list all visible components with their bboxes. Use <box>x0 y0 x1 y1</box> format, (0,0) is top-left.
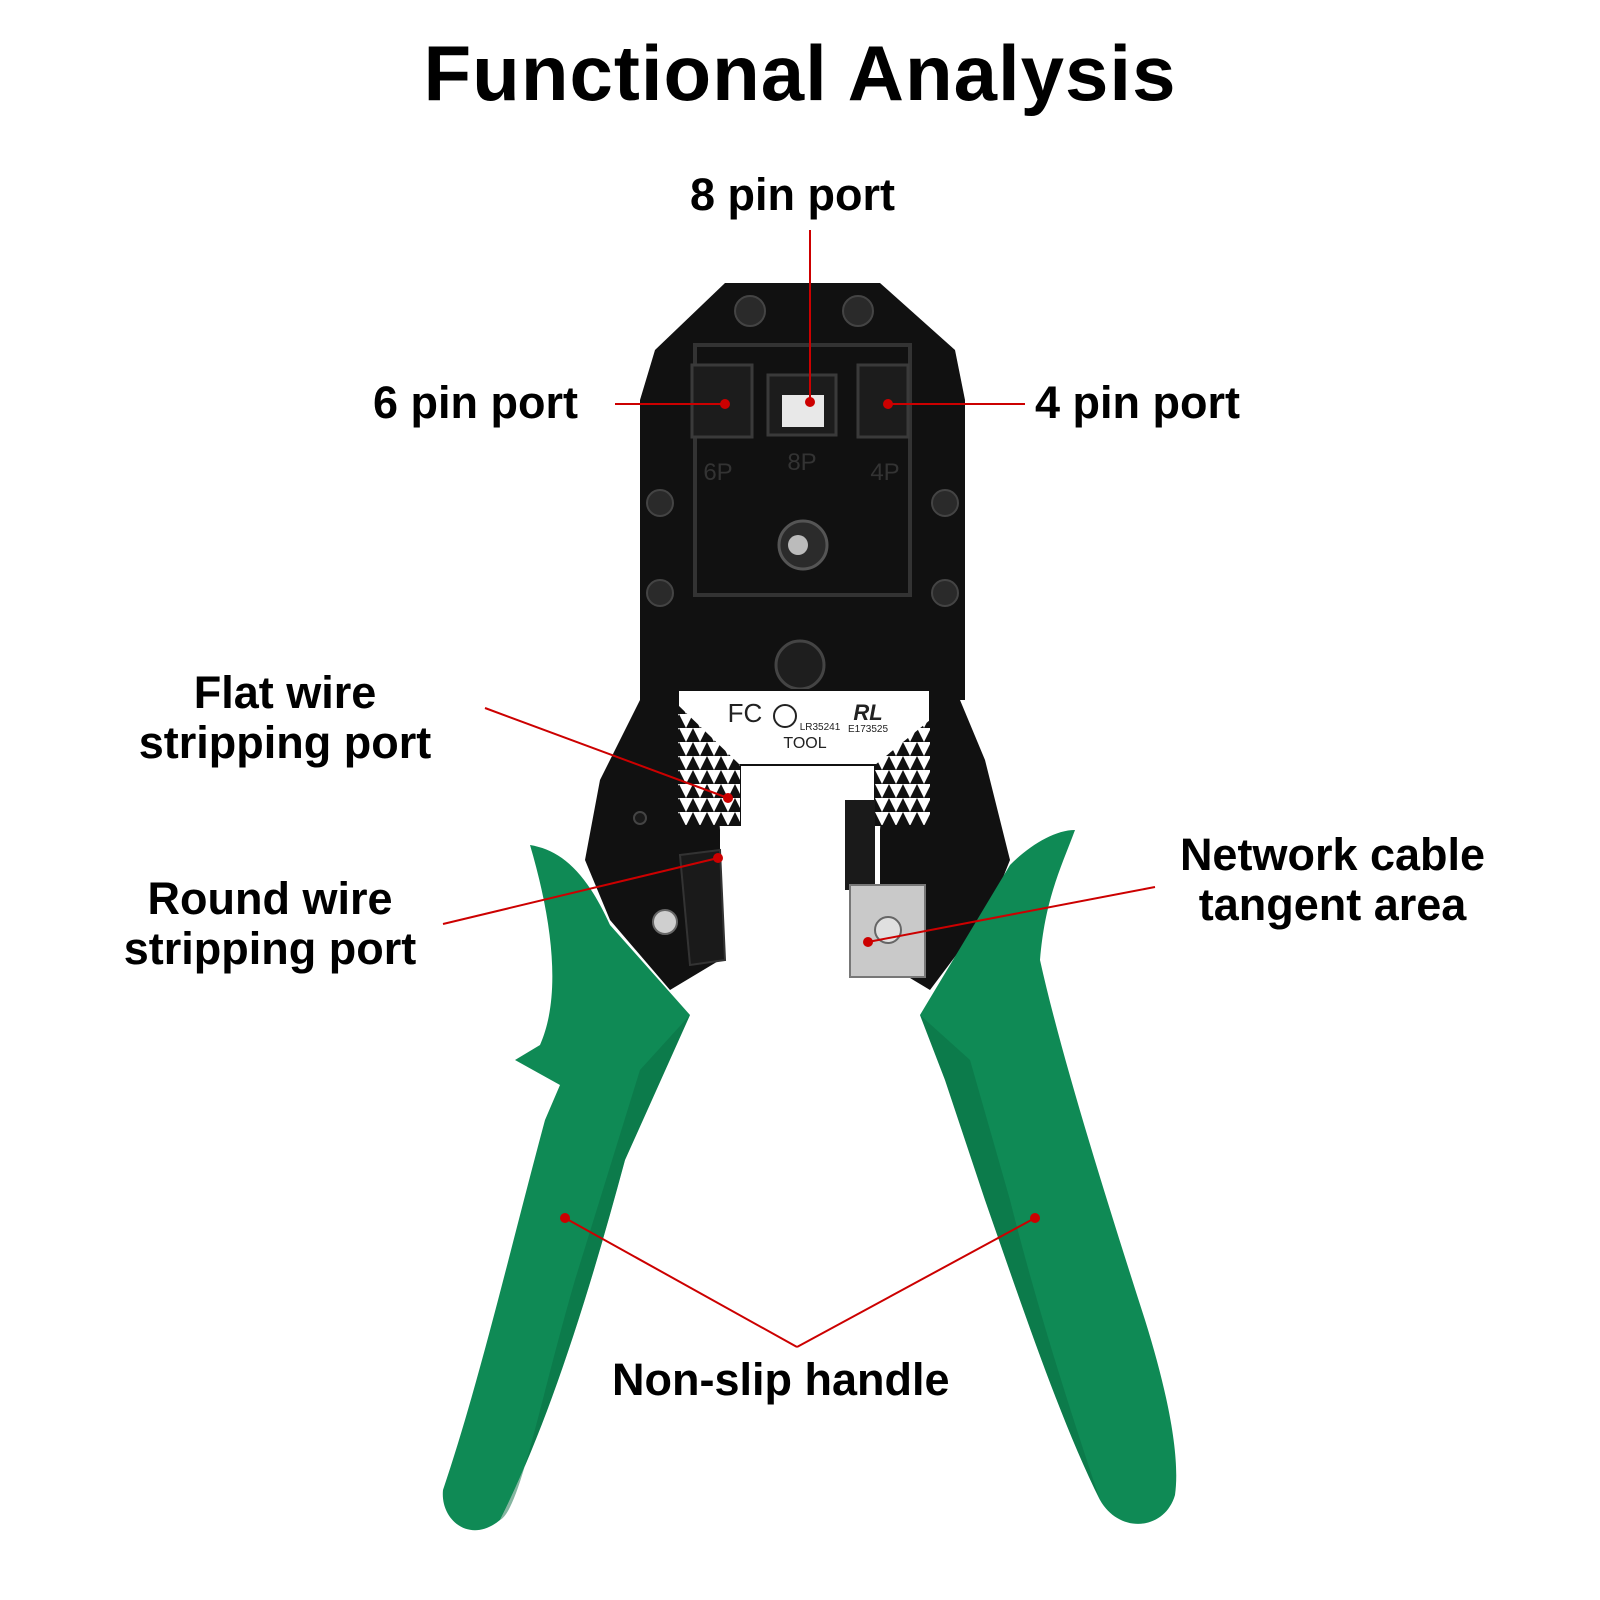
page-title: Functional Analysis <box>423 29 1177 117</box>
head-bolts <box>646 295 959 607</box>
leader-dots <box>560 397 1040 1223</box>
lower-pivot <box>774 639 826 691</box>
leader-round-wire <box>442 857 719 925</box>
label-network-cable-line1: Network cable <box>1179 829 1486 880</box>
label-non-slip-handle: Non-slip handle <box>612 1354 950 1405</box>
label-8-pin-port: 8 pin port <box>690 169 895 220</box>
left-handle <box>442 845 690 1531</box>
plate-fc: FC <box>728 698 763 728</box>
label-flat-wire-line1: Flat wire <box>193 667 377 718</box>
leader-flat-wire <box>484 707 729 799</box>
leader-network-cable <box>867 886 1156 943</box>
label-network-cable-tangent-area: Network cable tangent area <box>1160 830 1505 930</box>
plate-code1: LR35241 <box>800 722 841 733</box>
port-marking-8p: 8P <box>787 449 816 476</box>
plate-code2: E173525 <box>848 724 888 735</box>
port-marking-6p: 6P <box>703 459 732 486</box>
label-network-cable-line2: tangent area <box>1198 879 1467 930</box>
leader-lines <box>442 230 1156 1348</box>
leader-handle-right <box>796 1217 1036 1348</box>
leader-handle-left <box>564 1217 798 1348</box>
label-flat-wire-line2: stripping port <box>138 717 432 768</box>
plate-ce-icon <box>773 704 797 728</box>
label-6-pin-port: 6 pin port <box>373 377 578 428</box>
label-round-wire-line1: Round wire <box>147 873 393 924</box>
label-round-wire-stripping-port: Round wire stripping port <box>105 874 435 974</box>
plate-tool: TOOL <box>783 735 826 752</box>
left-screw <box>652 909 678 935</box>
port-marking-4p: 4P <box>870 459 899 486</box>
die-frame <box>693 343 912 597</box>
label-round-wire-line2: stripping port <box>123 923 417 974</box>
right-handle <box>920 830 1177 1524</box>
plate-rl: RL <box>853 700 882 725</box>
cable-cutter-blade <box>845 800 875 890</box>
round-wire-stripper <box>678 848 727 967</box>
label-flat-wire-stripping-port: Flat wire stripping port <box>120 668 450 768</box>
label-4-pin-port: 4 pin port <box>1035 377 1240 428</box>
